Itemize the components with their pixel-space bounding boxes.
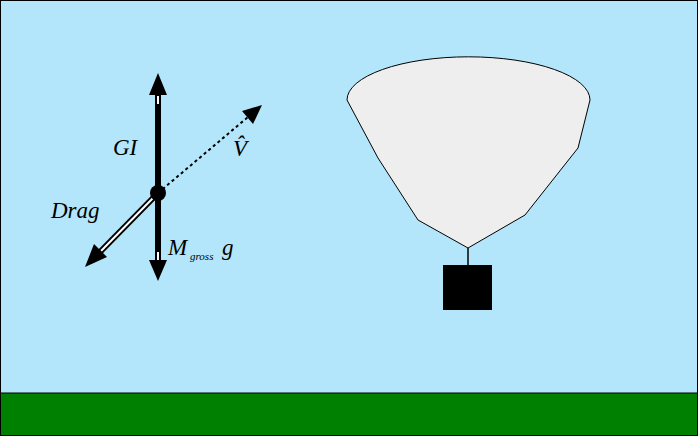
mass-symbol: M [168, 236, 187, 259]
mass-subscript: gross [190, 251, 213, 262]
gravity-symbol: g [222, 236, 234, 259]
force-label: Drag [51, 199, 100, 222]
force-label: GI [113, 136, 137, 159]
velocity-label: V̂ [233, 137, 247, 160]
